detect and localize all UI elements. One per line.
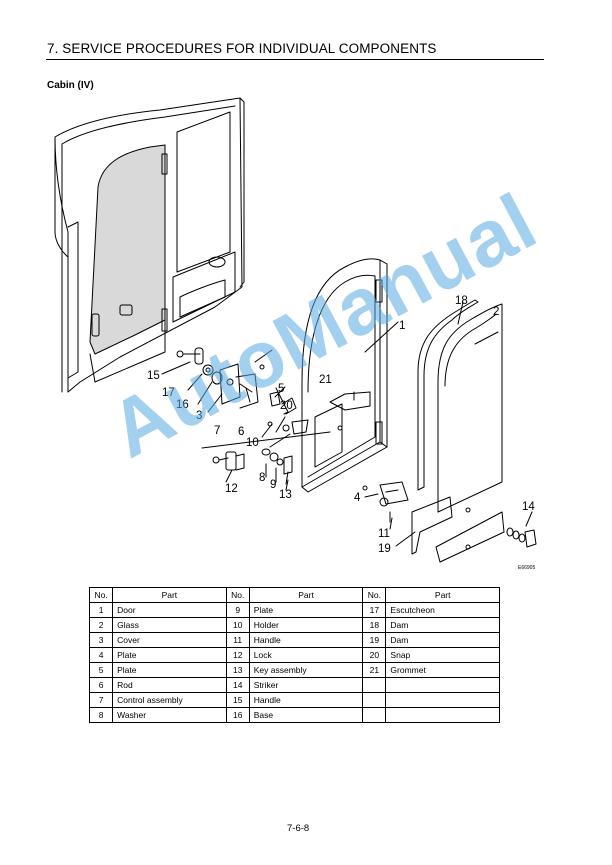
table-cell: Escutcheon — [385, 602, 500, 618]
table-cell: Snap — [385, 647, 500, 663]
callout-7: 7 — [214, 425, 221, 437]
parts-table: No. Part No. Part No. Part 1 Door 9 Plat… — [88, 587, 500, 723]
page-header-title: 7. SERVICE PROCEDURES FOR INDIVIDUAL COM… — [47, 41, 437, 56]
table-cell: 18 — [362, 617, 387, 633]
callout-1: 1 — [399, 320, 406, 332]
table-cell: Rod — [112, 677, 227, 693]
table-cell: Holder — [248, 617, 364, 633]
table-cell: Plate — [112, 662, 227, 678]
table-cell: 13 — [225, 662, 250, 678]
table-cell: 19 — [362, 632, 387, 648]
table-row: 4 Plate 12 Lock 20 Snap — [88, 647, 500, 663]
table-cell — [362, 677, 387, 693]
callout-14: 14 — [522, 501, 535, 513]
callout-5: 5 — [278, 383, 285, 395]
callout-16: 16 — [176, 399, 189, 411]
header-no-3: No. — [362, 587, 387, 603]
table-cell: 6 — [88, 677, 114, 693]
table-cell: Plate — [112, 647, 227, 663]
page-number: 7-6-8 — [287, 823, 310, 834]
callout-2: 2 — [493, 306, 500, 318]
table-cell: 1 — [88, 602, 114, 618]
table-cell: 20 — [362, 647, 387, 663]
table-cell: Cover — [112, 632, 227, 648]
callout-13: 13 — [279, 489, 292, 501]
table-cell: Washer — [112, 707, 227, 723]
callout-20: 20 — [280, 400, 293, 412]
table-row: 3 Cover 11 Handle 19 Dam — [88, 632, 500, 648]
callout-21: 21 — [319, 374, 332, 386]
table-row: 8 Washer 16 Base — [88, 707, 500, 723]
callout-17: 17 — [162, 387, 175, 399]
table-cell: Base — [248, 707, 364, 723]
callout-12: 12 — [225, 483, 238, 495]
callout-11: 11 — [378, 528, 390, 540]
table-cell: Grommet — [385, 662, 500, 678]
header-part-1: Part — [112, 587, 227, 603]
table-cell — [362, 692, 387, 708]
table-cell: Handle — [248, 692, 364, 708]
table-row: 7 Control assembly 15 Handle — [88, 692, 500, 708]
table-cell: 4 — [88, 647, 114, 663]
table-cell: 21 — [362, 662, 387, 678]
callout-15: 15 — [147, 370, 160, 382]
table-cell: 17 — [362, 602, 387, 618]
table-cell — [362, 707, 387, 723]
callout-4: 4 — [354, 492, 361, 504]
table-cell: 3 — [88, 632, 114, 648]
table-cell: Plate — [248, 602, 364, 618]
table-cell: 8 — [88, 707, 114, 723]
table-cell: 7 — [88, 692, 114, 708]
callout-19: 19 — [378, 543, 391, 555]
table-cell: 5 — [88, 662, 114, 678]
table-cell: Lock — [248, 647, 364, 663]
callout-6: 6 — [238, 426, 245, 438]
table-cell: 11 — [225, 632, 250, 648]
table-cell — [385, 707, 500, 723]
figure-code: E66905 — [518, 565, 536, 571]
header-no-2: No. — [225, 587, 250, 603]
cabin-door-exploded-diagram — [54, 97, 537, 563]
table-cell: 9 — [225, 602, 250, 618]
table-cell: Dam — [385, 632, 500, 648]
section-title: Cabin (IV) — [47, 80, 94, 91]
header-no-1: No. — [88, 587, 114, 603]
header-part-3: Part — [385, 587, 500, 603]
table-cell: 15 — [225, 692, 250, 708]
table-cell: 12 — [225, 647, 250, 663]
table-cell — [385, 677, 500, 693]
table-row: 2 Glass 10 Holder 18 Dam — [88, 617, 500, 633]
table-cell: 2 — [88, 617, 114, 633]
header-part-2: Part — [248, 587, 364, 603]
table-row: 5 Plate 13 Key assembly 21 Grommet — [88, 662, 500, 678]
callout-18: 18 — [455, 295, 468, 307]
table-row: 6 Rod 14 Striker — [88, 677, 500, 693]
table-cell: Control assembly — [112, 692, 227, 708]
table-cell: 14 — [225, 677, 250, 693]
header-rule — [46, 59, 544, 60]
table-cell: 16 — [225, 707, 250, 723]
callout-10: 10 — [246, 437, 259, 449]
table-cell: Key assembly — [248, 662, 364, 678]
table-cell: Dam — [385, 617, 500, 633]
table-header-row: No. Part No. Part No. Part — [88, 587, 500, 603]
table-cell: Striker — [248, 677, 364, 693]
table-cell: Door — [112, 602, 227, 618]
table-row: 1 Door 9 Plate 17 Escutcheon — [88, 602, 500, 618]
callout-8: 8 — [259, 472, 266, 484]
callout-9: 9 — [270, 479, 277, 491]
callout-3: 3 — [196, 410, 203, 422]
table-cell: Handle — [248, 632, 364, 648]
table-cell: Glass — [112, 617, 227, 633]
table-cell: 10 — [225, 617, 250, 633]
table-cell — [385, 692, 500, 708]
